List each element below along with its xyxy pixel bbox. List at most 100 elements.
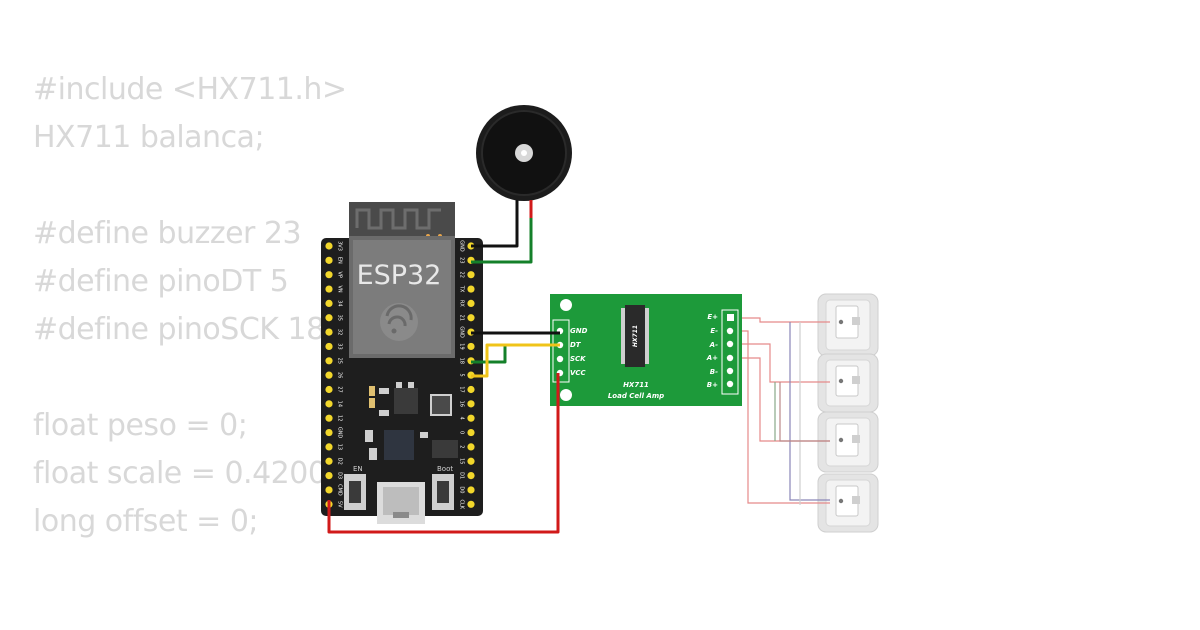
load-cell-4[interactable] bbox=[817, 473, 879, 533]
buzzer[interactable] bbox=[476, 105, 572, 218]
esp32-left-pin[interactable] bbox=[325, 342, 333, 351]
esp32-left-pin[interactable] bbox=[325, 357, 333, 365]
esp32-right-pin-label: RX bbox=[459, 300, 465, 307]
wire-buzzer-signal bbox=[471, 218, 533, 264]
hx711-pin-dt[interactable]: DT bbox=[570, 341, 582, 349]
esp32-left-pin[interactable] bbox=[325, 472, 333, 480]
esp32-en-label: EN bbox=[353, 465, 363, 473]
esp32-boot-label: Boot bbox=[437, 465, 453, 473]
esp32-left-pin-label: D2 bbox=[337, 458, 343, 465]
esp32-right-pin-label: 19 bbox=[459, 343, 465, 349]
esp32-right-pin-label: D0 bbox=[459, 486, 465, 493]
esp32-label: ESP32 bbox=[357, 260, 442, 291]
esp32-left-pin[interactable] bbox=[325, 385, 333, 394]
esp32-right-pin[interactable] bbox=[467, 271, 475, 279]
esp32-left-pin-label: 33 bbox=[337, 343, 343, 349]
esp32-left-pin-label: VN bbox=[337, 285, 343, 292]
esp32-left-pin-label: 35 bbox=[337, 315, 343, 321]
esp32-right-pin[interactable] bbox=[467, 285, 475, 293]
esp32-right-pin-label: TX bbox=[459, 285, 465, 293]
load-cell-1[interactable] bbox=[817, 293, 879, 357]
esp32-left-pin[interactable] bbox=[325, 242, 333, 250]
code-line: HX711 balanca; bbox=[33, 120, 265, 155]
code-line: #define pinoDT 5 bbox=[33, 264, 289, 299]
esp32-left-pin[interactable] bbox=[325, 371, 333, 379]
esp32-left-pin-label: D3 bbox=[337, 472, 343, 479]
wire-hx-sck bbox=[471, 343, 560, 364]
code-line: #define buzzer 23 bbox=[33, 216, 302, 251]
esp32-right-pin-label: GND bbox=[459, 240, 465, 252]
esp32-left-pin[interactable] bbox=[325, 457, 333, 465]
esp32-left-pin-label: 5V bbox=[337, 501, 343, 508]
esp32-right-pin[interactable] bbox=[467, 443, 475, 451]
esp32-left-pin-label: 32 bbox=[337, 329, 343, 335]
hx711-pin-a-minus[interactable]: A- bbox=[709, 341, 718, 349]
esp32-right-pin[interactable] bbox=[467, 472, 475, 480]
hx711-pin-b-minus[interactable]: B- bbox=[710, 368, 718, 376]
boot-button[interactable] bbox=[432, 474, 454, 510]
esp32-left-pin[interactable] bbox=[325, 328, 333, 336]
esp32-left-pin-label: VP bbox=[337, 271, 343, 277]
load-cell-3[interactable] bbox=[817, 411, 879, 473]
esp32-left-pin[interactable] bbox=[325, 486, 333, 494]
code-line: long offset = 0; bbox=[33, 504, 259, 539]
load-cells bbox=[817, 293, 879, 533]
esp32-right-pin-label: D1 bbox=[459, 472, 465, 479]
load-cell-2[interactable] bbox=[817, 353, 879, 413]
esp32-left-pin-label: GND bbox=[337, 427, 343, 439]
esp32-left-pin-label: EN bbox=[337, 257, 343, 264]
esp32-left-pin-label: 13 bbox=[337, 444, 343, 450]
esp32-right-pin[interactable] bbox=[467, 342, 475, 351]
code-line: float peso = 0; bbox=[33, 408, 248, 443]
main-wires bbox=[327, 218, 560, 534]
esp32-left-pin[interactable] bbox=[325, 285, 333, 293]
esp32-right-pin[interactable] bbox=[467, 400, 475, 408]
esp32-left-pin-label: 14 bbox=[337, 401, 343, 407]
esp32-left-pin[interactable] bbox=[325, 443, 333, 451]
esp32-left-pin[interactable] bbox=[325, 414, 333, 422]
esp32-left-pin[interactable] bbox=[325, 299, 333, 307]
en-button[interactable] bbox=[344, 474, 366, 510]
wire-buzzer-gnd bbox=[471, 218, 519, 248]
esp32-right-pin[interactable] bbox=[467, 500, 475, 508]
hx711-pin-gnd[interactable]: GND bbox=[570, 327, 588, 335]
espressif-logo-icon bbox=[380, 303, 418, 341]
esp32-right-pin[interactable] bbox=[467, 486, 475, 494]
usb-port-icon bbox=[377, 482, 425, 524]
hx711-subtitle: Load Cell Amp bbox=[608, 392, 664, 400]
hx711-pin-e-plus[interactable]: E+ bbox=[707, 313, 718, 321]
esp32-left-pin[interactable] bbox=[325, 314, 333, 322]
esp32-right-pin[interactable] bbox=[467, 385, 475, 394]
esp32-left-pin-label: 3V3 bbox=[337, 241, 343, 251]
esp32-right-pin[interactable] bbox=[467, 414, 475, 422]
esp32-right-pin[interactable] bbox=[467, 457, 475, 465]
esp32-left-pin[interactable] bbox=[325, 271, 333, 279]
esp32-left-pin[interactable] bbox=[325, 428, 333, 437]
code-editor-overlay: #include <HX711.h> HX711 balanca; #defin… bbox=[33, 66, 347, 546]
hx711-pin-e-minus[interactable]: E- bbox=[710, 327, 718, 335]
esp32-right-pin-label: 0 bbox=[459, 431, 465, 434]
esp32-right-pin-label: 23 bbox=[459, 257, 465, 263]
esp32-left-pin[interactable] bbox=[325, 256, 333, 264]
esp32-right-pin-label: 5 bbox=[459, 374, 465, 377]
esp32-right-pin-label: 15 bbox=[459, 458, 465, 464]
esp32-right-pin-label: 22 bbox=[459, 272, 465, 278]
esp32-right-pin[interactable] bbox=[467, 299, 475, 307]
hx711-chip-label: HX711 bbox=[632, 325, 639, 347]
esp32-right-pin[interactable] bbox=[467, 428, 475, 437]
code-line: #define pinoSCK 18 bbox=[33, 312, 325, 347]
hx711-module[interactable]: GND DT SCK VCC HX711 HX711 Load Cell Amp… bbox=[550, 294, 742, 406]
hx711-pin-sck[interactable]: SCK bbox=[570, 355, 586, 363]
hx711-chip: HX711 bbox=[621, 305, 649, 367]
esp32-left-pin-label: 12 bbox=[337, 415, 343, 421]
wire-hx-dt bbox=[471, 343, 560, 378]
esp32-board[interactable]: ESP32 EN Boot bbox=[321, 202, 483, 524]
esp32-right-pin[interactable] bbox=[467, 314, 475, 322]
esp32-left-pin[interactable] bbox=[325, 400, 333, 408]
wire-hx-vcc bbox=[327, 373, 560, 534]
hx711-pin-a-plus[interactable]: A+ bbox=[706, 354, 718, 362]
hx711-pin-vcc[interactable]: VCC bbox=[570, 369, 587, 377]
hx711-pin-b-plus[interactable]: B+ bbox=[707, 381, 718, 389]
